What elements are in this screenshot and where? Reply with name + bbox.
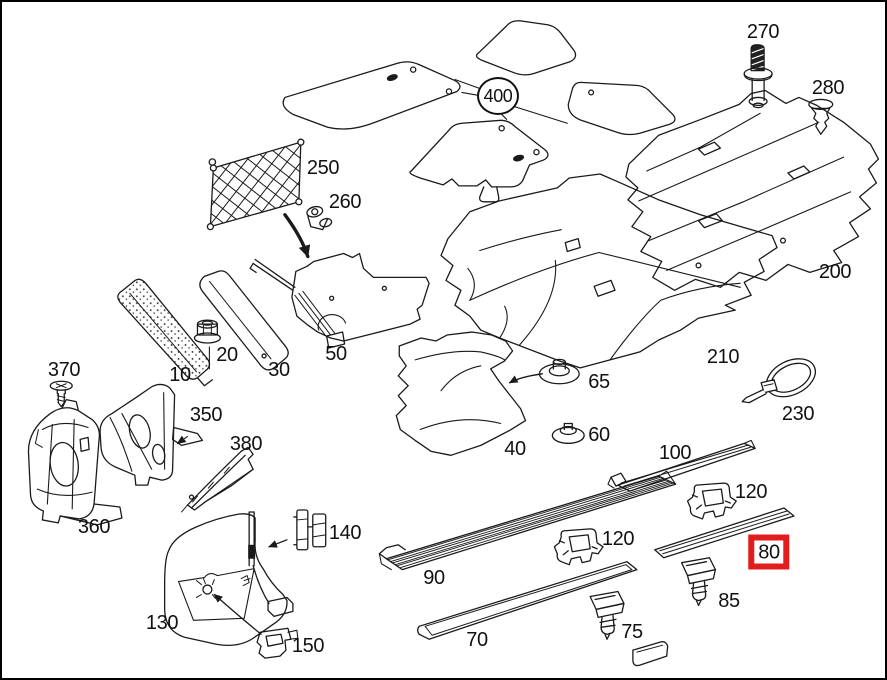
part-label-carpet-40[interactable]: 40	[504, 438, 526, 460]
trim-50-drawing	[249, 252, 430, 349]
small-pad-drawing	[632, 641, 669, 667]
sill-strip-90-drawing	[378, 470, 677, 571]
panel-10-drawing	[117, 278, 214, 387]
panel-30-drawing	[199, 270, 289, 371]
nut-20-drawing	[193, 319, 221, 344]
part-label-cable-tie-230[interactable]: 230	[781, 403, 815, 425]
front-carpet-drawing	[440, 173, 778, 369]
panel-130-drawing	[164, 511, 294, 646]
part-label-nut-20[interactable]: 20	[216, 344, 238, 366]
part-label-clip-280[interactable]: 280	[811, 77, 845, 99]
cargo-net-drawing	[206, 138, 311, 259]
part-label-sill-strip-100[interactable]: 100	[658, 442, 692, 464]
part-label-bracket-350[interactable]: 350	[189, 404, 223, 426]
part-label-cover-380[interactable]: 380	[229, 433, 263, 455]
cover-380-drawing	[181, 446, 254, 513]
cap-60-drawing	[551, 422, 585, 445]
part-label-sill-strip-90[interactable]: 90	[423, 567, 445, 589]
sill-strip-100-drawing	[607, 439, 756, 492]
clip-150-drawing	[256, 627, 299, 659]
part-label-carpet-210[interactable]: 210	[706, 346, 740, 368]
part-label-sill-strip-80[interactable]: 80	[748, 534, 790, 570]
part-label-grommet-65[interactable]: 65	[588, 371, 610, 393]
part-label-panel-10[interactable]: 10	[169, 364, 191, 386]
part-label-cap-60[interactable]: 60	[588, 424, 610, 446]
part-label-panel-130[interactable]: 130	[145, 612, 179, 634]
part-label-panel-30[interactable]: 30	[268, 359, 290, 381]
sill-strip-80-drawing	[654, 507, 795, 559]
bracket-360-drawing	[27, 399, 123, 526]
part-label-clip-75[interactable]: 75	[621, 621, 643, 643]
cable-tie-230-drawing	[741, 358, 816, 404]
part-label-sill-strip-70[interactable]: 70	[466, 629, 488, 651]
grommet-65-drawing	[538, 358, 580, 385]
part-label-clip-120-right[interactable]: 120	[734, 481, 768, 503]
part-label-net-250[interactable]: 250	[306, 157, 340, 179]
part-label-fastener-260[interactable]: 260	[328, 191, 362, 213]
part-label-mat-set-400[interactable]: 400	[477, 77, 519, 115]
sill-strip-70-drawing	[417, 561, 638, 640]
screw-370-drawing	[49, 380, 73, 408]
part-label-trim-50[interactable]: 50	[325, 343, 347, 365]
bracket-350-drawing	[99, 383, 204, 486]
screw-270-drawing	[743, 44, 773, 109]
part-label-bracket-360[interactable]: 360	[77, 516, 111, 538]
rear-carpet-drawing	[625, 89, 880, 291]
fastener-260-drawing	[306, 205, 333, 231]
part-label-carpet-200[interactable]: 200	[818, 261, 852, 283]
part-label-bracket-140[interactable]: 140	[328, 522, 362, 544]
part-label-screw-370[interactable]: 370	[47, 359, 81, 381]
part-label-clip-120-center[interactable]: 120	[601, 528, 635, 550]
part-label-clip-85[interactable]: 85	[718, 590, 740, 612]
part-label-clip-150[interactable]: 150	[291, 635, 325, 657]
part-label-screw-270[interactable]: 270	[746, 21, 780, 43]
floor-mat-set-drawing	[282, 20, 676, 203]
bracket-140-drawing	[293, 509, 327, 551]
